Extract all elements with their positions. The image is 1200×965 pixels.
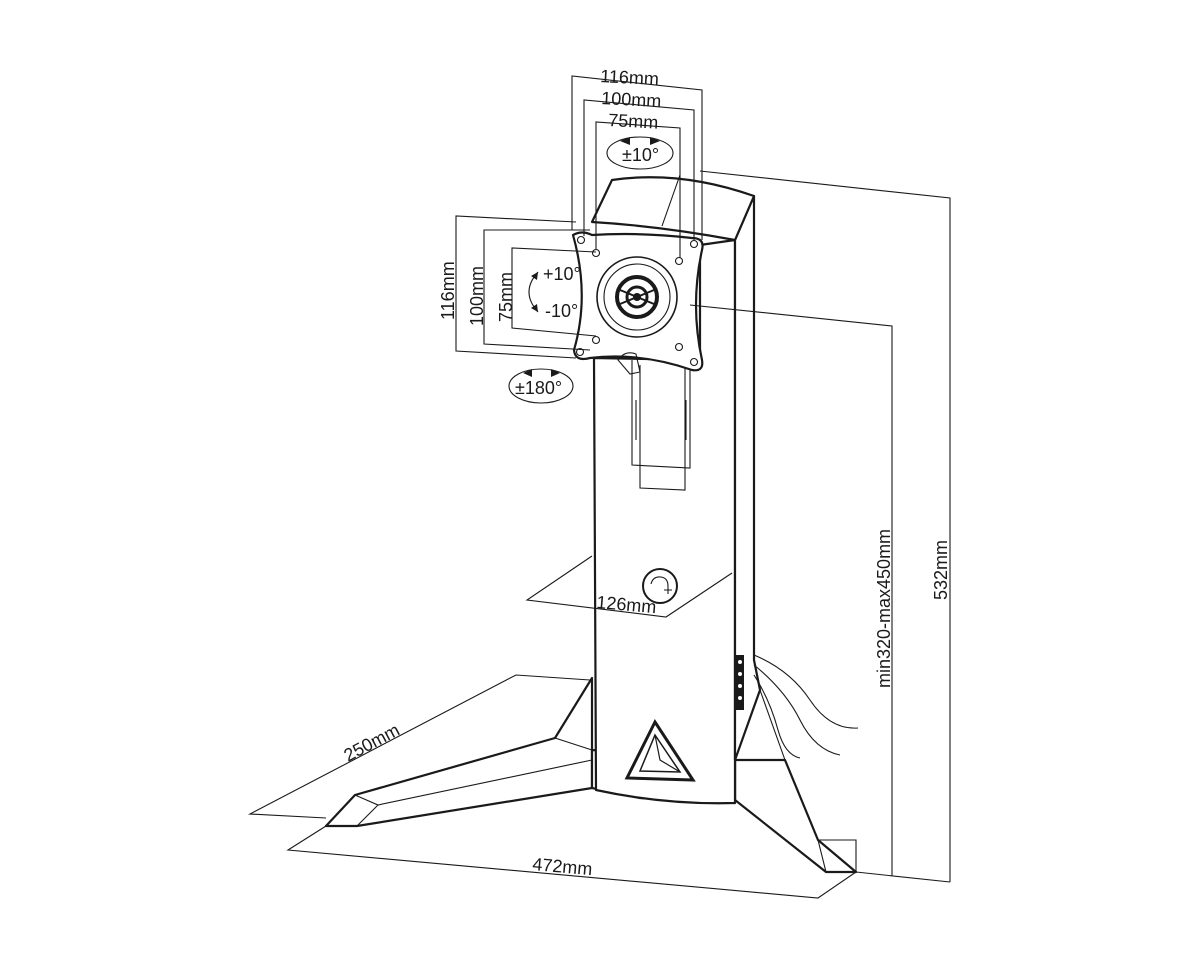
vesa-plate xyxy=(571,231,704,375)
base-depth-label: 250mm xyxy=(340,720,402,766)
stand-base xyxy=(324,676,858,874)
pivot-marker xyxy=(508,368,574,404)
total-height-label: 532mm xyxy=(931,540,951,600)
vesa-side-116-label: 116mm xyxy=(438,261,458,320)
swivel-marker xyxy=(606,136,674,170)
vesa-side-75-label: 75mm xyxy=(496,272,516,322)
vesa-top-75-label: 75mm xyxy=(608,110,659,133)
vesa-side-100-label: 100mm xyxy=(467,266,487,326)
swivel-label: ±10° xyxy=(622,145,659,165)
lock-icon xyxy=(642,568,678,604)
pivot-label: ±180° xyxy=(515,378,562,398)
brand-strip xyxy=(736,655,744,710)
tilt-up-label: +10° xyxy=(543,264,581,284)
height-range-label: min320-max450mm xyxy=(874,529,894,688)
vesa-top-100-label: 100mm xyxy=(601,88,662,111)
tilt-down-label: -10° xyxy=(545,301,578,321)
tilt-marker xyxy=(528,271,539,313)
vesa-top-116-label: 116mm xyxy=(600,66,660,89)
dimension-lines xyxy=(247,75,951,899)
base-width-label: 472mm xyxy=(532,854,594,879)
triangle-emblem-icon xyxy=(624,718,696,782)
stand-column xyxy=(590,174,859,805)
